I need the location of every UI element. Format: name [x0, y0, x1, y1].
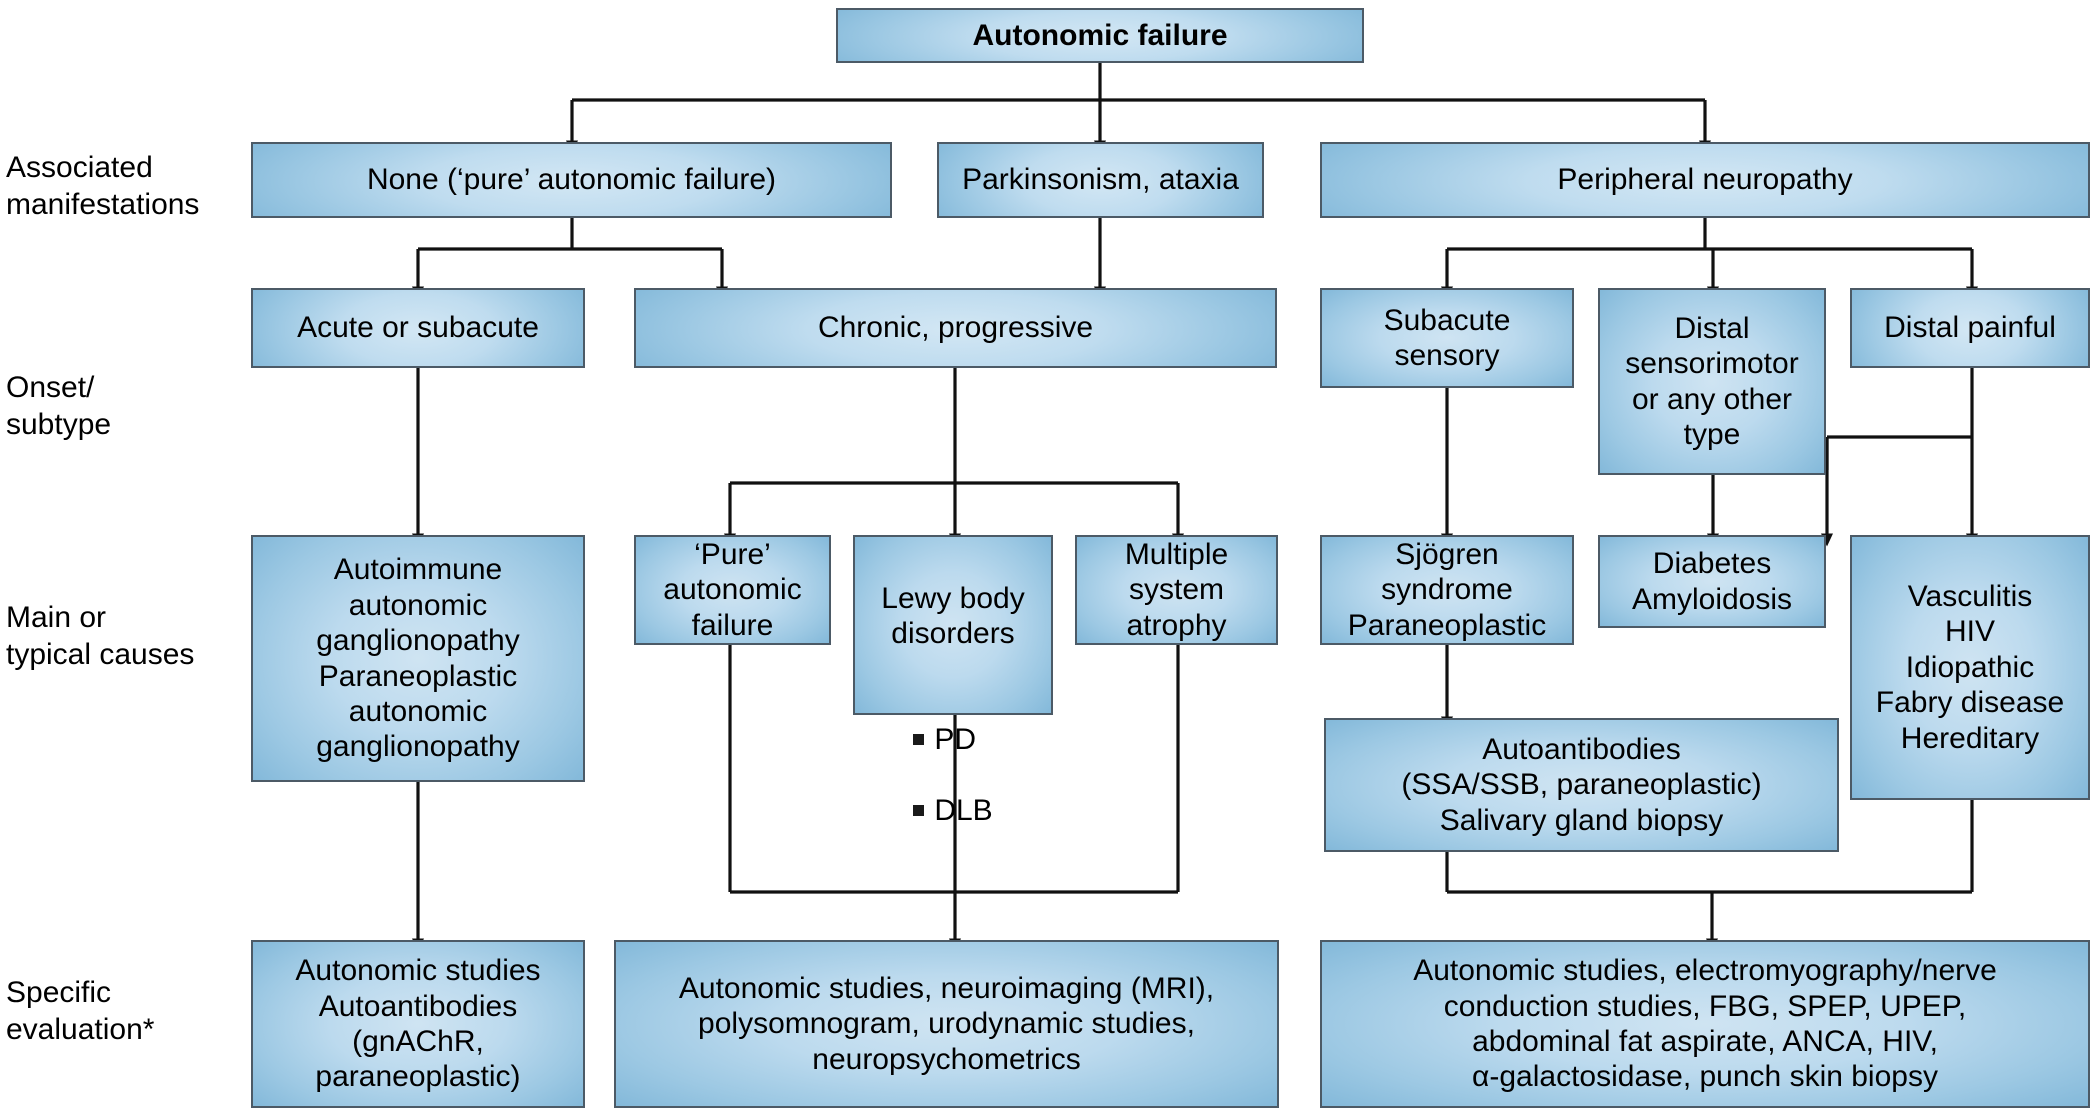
row-label-main-or-typical-causes: Main or typical causes: [6, 601, 195, 671]
lewy-body-item-dlb-label: DLB: [934, 793, 993, 827]
node-eval-left[interactable]: Autonomic studies Autoantibodies (gnAChR…: [251, 940, 585, 1108]
node-diabetes-amyloidosis[interactable]: Diabetes Amyloidosis: [1598, 535, 1826, 628]
node-lewy-body-disorders[interactable]: Lewy body disorders PD DLB: [853, 535, 1053, 827]
node-chronic-progressive[interactable]: Chronic, progressive: [634, 288, 1277, 368]
node-vasculitis-hiv-idiopathic[interactable]: Vasculitis HIV Idiopathic Fabry disease …: [1850, 535, 2090, 800]
node-distal-painful[interactable]: Distal painful: [1850, 288, 2090, 368]
row-label-onset-subtype: Onset/ subtype: [6, 371, 112, 441]
node-subacute-sensory[interactable]: Subacute sensory: [1320, 288, 1574, 388]
square-bullet-icon: [913, 805, 925, 817]
node-autonomic-failure[interactable]: Autonomic failure: [836, 8, 1364, 63]
lewy-body-title: Lewy body disorders: [881, 582, 1025, 650]
node-pure-autonomic-failure[interactable]: ‘Pure’ autonomic failure: [634, 535, 831, 645]
node-peripheral-neuropathy[interactable]: Peripheral neuropathy: [1320, 142, 2090, 218]
row-label-associated-manifestations: Associated manifestations: [6, 151, 200, 221]
node-acute-or-subacute[interactable]: Acute or subacute: [251, 288, 585, 368]
lewy-body-item-pd-label: PD: [934, 722, 976, 756]
node-none-pure-autonomic-failure[interactable]: None (‘pure’ autonomic failure): [251, 142, 892, 218]
square-bullet-icon: [913, 734, 925, 746]
lewy-body-item-pd: PD: [913, 722, 992, 758]
node-eval-middle[interactable]: Autonomic studies, neuroimaging (MRI), p…: [614, 940, 1279, 1108]
node-sjogren-syndrome[interactable]: Sjögren syndrome Paraneoplastic: [1320, 535, 1574, 645]
lewy-body-item-dlb: DLB: [913, 793, 993, 829]
node-multiple-system-atrophy[interactable]: Multiple system atrophy: [1075, 535, 1278, 645]
node-autoantibodies-salivary-gland-biopsy[interactable]: Autoantibodies (SSA/SSB, paraneoplastic)…: [1324, 718, 1839, 852]
node-distal-sensorimotor[interactable]: Distal sensorimotor or any other type: [1598, 288, 1826, 475]
node-autoimmune-autonomic-ganglionopathy[interactable]: Autoimmune autonomic ganglionopathy Para…: [251, 535, 585, 782]
node-eval-right[interactable]: Autonomic studies, electromyography/nerv…: [1320, 940, 2090, 1108]
row-label-specific-evaluation: Specific evaluation*: [6, 976, 155, 1046]
lewy-body-list: PD DLB: [913, 686, 993, 864]
node-parkinsonism-ataxia[interactable]: Parkinsonism, ataxia: [937, 142, 1264, 218]
